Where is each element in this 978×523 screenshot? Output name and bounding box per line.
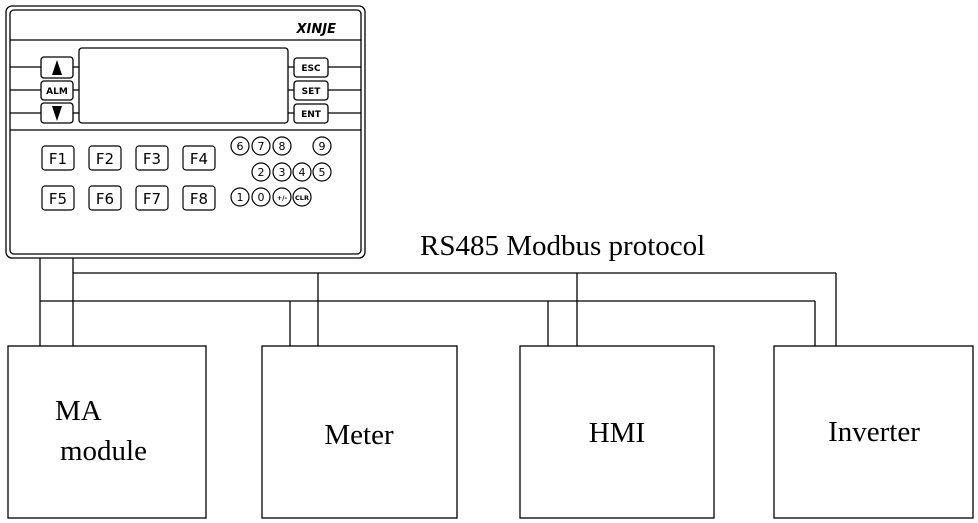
- device-ma-module: MA module: [7, 345, 207, 519]
- up-arrow-icon: [52, 60, 62, 75]
- down-arrow-button[interactable]: [40, 102, 74, 124]
- svg-text:8: 8: [279, 140, 286, 153]
- svg-text:0: 0: [258, 191, 265, 204]
- numeric-key-9[interactable]: 9: [312, 136, 332, 156]
- device-meter-label: Meter: [324, 419, 394, 451]
- numeric-key-8[interactable]: 8: [272, 136, 292, 156]
- alm-button[interactable]: ALM: [40, 80, 74, 101]
- svg-text:7: 7: [258, 140, 265, 153]
- svg-text:4: 4: [299, 166, 306, 179]
- svg-text:5: 5: [319, 166, 326, 179]
- svg-text:6: 6: [237, 140, 244, 153]
- lcd-screen: [78, 47, 289, 124]
- set-button[interactable]: SET: [293, 80, 329, 101]
- svg-text:3: 3: [279, 166, 286, 179]
- panel-outer-frame: [5, 5, 366, 259]
- svg-text:1: 1: [237, 191, 244, 204]
- panel-inner-frame: [9, 9, 362, 255]
- function-key-f6[interactable]: F6: [88, 185, 122, 211]
- device-meter: Meter: [261, 345, 458, 519]
- device-inverter: Inverter: [773, 345, 974, 519]
- bus-label: RS485 Modbus protocol: [420, 230, 705, 262]
- numeric-key-5[interactable]: 5: [312, 162, 332, 182]
- numeric-key-1[interactable]: 1: [230, 187, 250, 207]
- numeric-key-7[interactable]: 7: [251, 136, 271, 156]
- down-arrow-icon: [52, 106, 62, 121]
- plus-minus-key[interactable]: +/-: [272, 187, 292, 207]
- svg-text:F4: F4: [190, 150, 208, 168]
- svg-text:ALM: ALM: [46, 87, 68, 97]
- clr-key[interactable]: CLR: [292, 187, 312, 207]
- numeric-key-0[interactable]: 0: [251, 187, 271, 207]
- numeric-key-4[interactable]: 4: [292, 162, 312, 182]
- device-hmi-label: HMI: [589, 417, 645, 449]
- function-key-f4[interactable]: F4: [182, 145, 216, 171]
- svg-text:F5: F5: [49, 190, 67, 208]
- svg-text:F3: F3: [143, 150, 161, 168]
- svg-text:F6: F6: [96, 190, 114, 208]
- svg-text:ESC: ESC: [301, 64, 321, 74]
- operator-panel: XINJE ALM: [5, 5, 366, 259]
- ent-button[interactable]: ENT: [293, 103, 329, 124]
- numeric-key-3[interactable]: 3: [272, 162, 292, 182]
- function-key-f7[interactable]: F7: [135, 185, 169, 211]
- svg-text:9: 9: [319, 140, 326, 153]
- device-hmi: HMI: [519, 345, 715, 519]
- svg-text:2: 2: [258, 166, 265, 179]
- function-key-f8[interactable]: F8: [182, 185, 216, 211]
- svg-text:SET: SET: [302, 87, 322, 97]
- esc-button[interactable]: ESC: [293, 57, 329, 78]
- svg-text:F8: F8: [190, 190, 208, 208]
- function-key-f2[interactable]: F2: [88, 145, 122, 171]
- numeric-key-6[interactable]: 6: [230, 136, 250, 156]
- svg-text:ENT: ENT: [301, 110, 322, 120]
- rs485-bus-wiring: [39, 258, 837, 346]
- device-inverter-label: Inverter: [828, 416, 920, 448]
- up-arrow-button[interactable]: [40, 56, 74, 79]
- function-key-f1[interactable]: F1: [41, 145, 75, 171]
- function-key-f5[interactable]: F5: [41, 185, 75, 211]
- function-key-f3[interactable]: F3: [135, 145, 169, 171]
- svg-text:F2: F2: [96, 150, 114, 168]
- svg-text:CLR: CLR: [295, 194, 309, 202]
- panel-brand-logo: XINJE: [296, 22, 337, 37]
- numeric-key-2[interactable]: 2: [251, 162, 271, 182]
- svg-text:+/-: +/-: [277, 194, 288, 202]
- device-ma-module-label-line2: module: [60, 435, 147, 467]
- device-ma-module-label-line1: MA: [55, 395, 102, 427]
- svg-text:F1: F1: [49, 150, 67, 168]
- svg-text:F7: F7: [143, 190, 161, 208]
